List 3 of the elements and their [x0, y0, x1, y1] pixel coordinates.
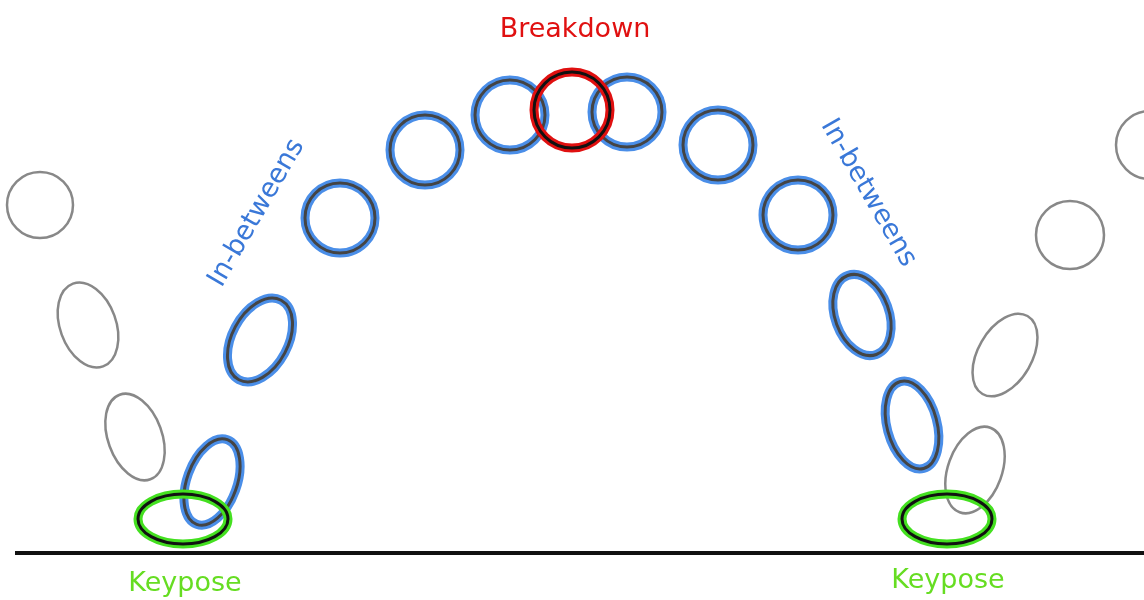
label-text: Keypose	[128, 566, 242, 598]
label-text: Keypose	[891, 563, 1005, 595]
label-text: Breakdown	[499, 12, 651, 44]
